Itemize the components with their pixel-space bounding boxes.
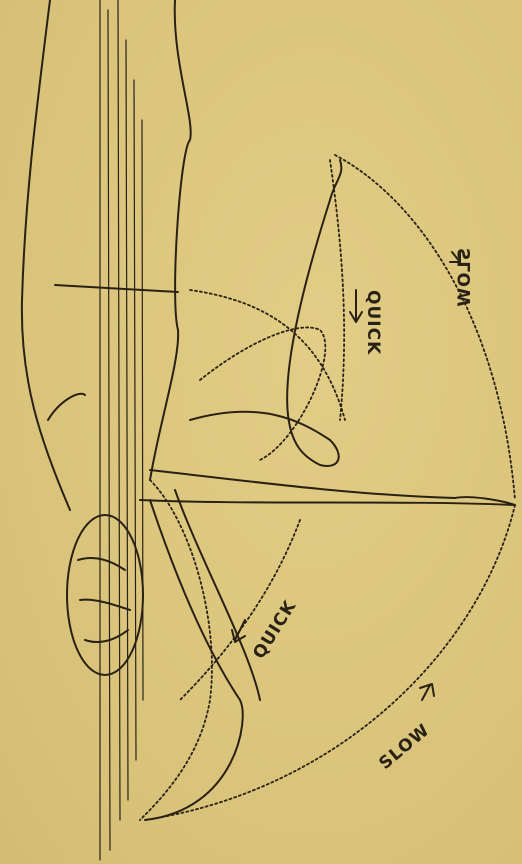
swimmer-waistband <box>55 285 178 292</box>
swimmer-arm-crease <box>48 394 85 420</box>
label-lower-slow: SLOW <box>375 720 434 774</box>
upper-quick-path <box>330 160 344 420</box>
swimmer-head <box>67 515 143 675</box>
arrow-upper-quick <box>350 290 362 322</box>
swimmer-leg-extended <box>145 500 243 820</box>
label-upper-quick: QUICK <box>363 290 383 355</box>
upper-slow-arc <box>335 155 515 500</box>
swimmer-shoulder <box>22 300 70 510</box>
swimmer-arm <box>140 470 515 505</box>
label-upper-slow: SLOW <box>455 248 475 308</box>
arrow-lower-slow <box>420 684 434 700</box>
swimmer-chest <box>150 0 191 480</box>
swimmer-figure <box>22 0 515 820</box>
water-surface-lines <box>100 0 143 860</box>
swimmer-back <box>22 0 50 300</box>
